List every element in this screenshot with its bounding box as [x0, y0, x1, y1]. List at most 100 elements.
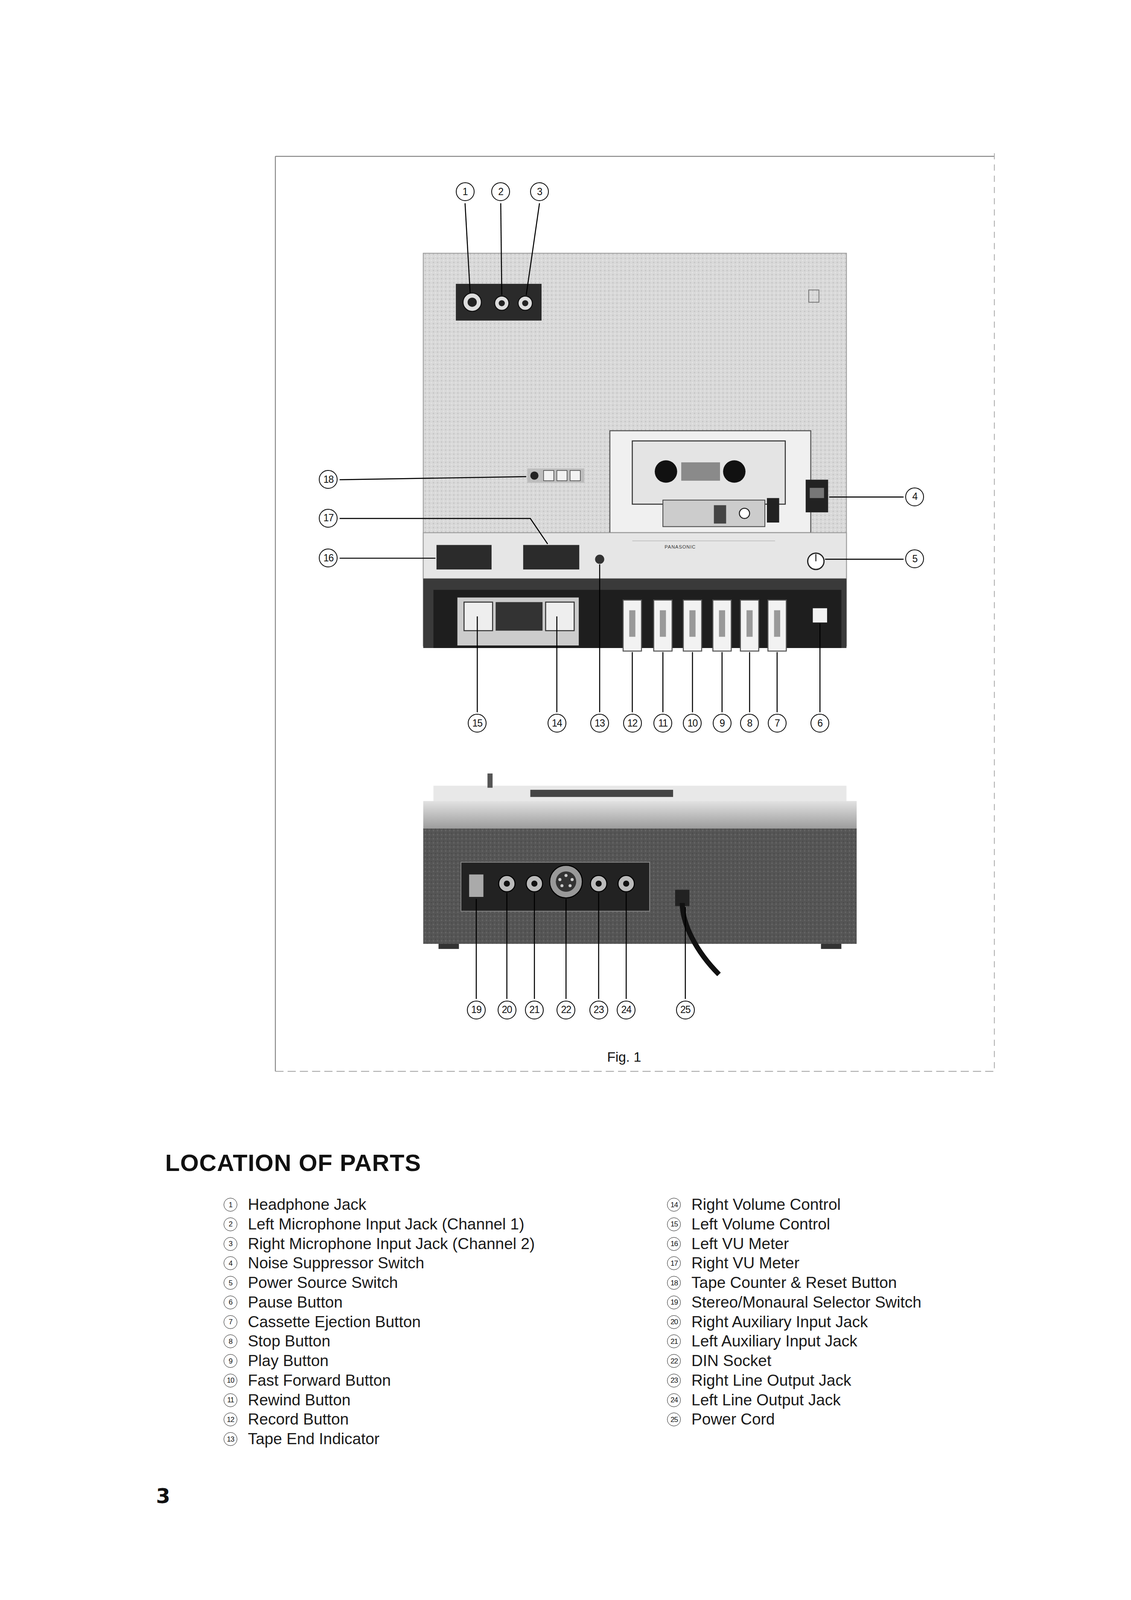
callout-number: 21: [524, 1000, 544, 1020]
list-number: 3: [223, 1236, 238, 1251]
deck-rear-view: [530, 789, 674, 797]
list-number: 13: [223, 1431, 238, 1446]
leader-lines: [506, 892, 508, 999]
deck-top-view: [594, 554, 605, 564]
piano-keys: [746, 610, 753, 637]
deck-top-view: [527, 468, 585, 483]
deck-rear-view: [531, 880, 538, 887]
deck-rear-view: [526, 875, 543, 892]
part-name: Left Volume Control: [691, 1215, 831, 1234]
callout-number: 24: [616, 1000, 636, 1020]
part-name: Tape Counter & Reset Button: [691, 1273, 897, 1292]
leader-lines: [599, 564, 601, 712]
deck-rear-view: [595, 880, 602, 887]
leader-lines: [500, 203, 502, 295]
list-number: 1: [223, 1197, 238, 1212]
brand-name: PANASONIC: [664, 543, 696, 550]
part-name: Left VU Meter: [691, 1234, 789, 1253]
deck-top-view: [632, 540, 776, 541]
deck-top-view: [436, 545, 492, 570]
leader-lines: [476, 616, 478, 713]
part-name: Power Source Switch: [247, 1273, 399, 1292]
figure-frame: [275, 155, 995, 157]
part-name: Power Cord: [691, 1410, 775, 1429]
deck-top-view: [714, 504, 727, 524]
part-name: DIN Socket: [691, 1351, 772, 1371]
figure-frame: [275, 153, 995, 1072]
deck-rear-view: [460, 862, 650, 912]
leader-lines: [526, 203, 540, 295]
section-heading: LOCATION OF PARTS: [165, 1148, 422, 1177]
callout-number: 12: [623, 713, 642, 733]
deck-rear-view: [423, 800, 857, 830]
list-number: 8: [223, 1334, 238, 1348]
part-name: Play Button: [247, 1351, 329, 1371]
leader-lines: [829, 496, 904, 498]
callout-number: 18: [318, 469, 338, 489]
part-name: Right VU Meter: [691, 1253, 800, 1273]
list-number: 20: [667, 1314, 681, 1329]
callout-number: 19: [466, 1000, 486, 1020]
deck-top-view: [521, 300, 528, 307]
leader-lines: [691, 652, 693, 713]
callout-number: 13: [590, 713, 610, 733]
part-name: Headphone Jack: [247, 1195, 367, 1214]
page-number: 3: [156, 1484, 171, 1508]
part-name: Fast Forward Button: [247, 1371, 391, 1390]
part-name: Right Volume Control: [691, 1195, 841, 1214]
part-name: Right Microphone Input Jack (Channel 2): [247, 1234, 536, 1253]
leader-lines: [597, 892, 599, 999]
leader-lines: [625, 892, 627, 999]
list-number: 19: [667, 1295, 681, 1309]
deck-rear-view: [498, 875, 515, 892]
deck-rear-view: [503, 880, 510, 887]
deck-top-view: [681, 462, 720, 481]
deck-rear-view: [433, 785, 847, 802]
piano-keys: [767, 600, 787, 651]
deck-rear-view: [423, 828, 857, 944]
piano-keys: [623, 600, 787, 651]
deck-rear-view: [558, 877, 562, 881]
deck-top-view: [809, 487, 824, 499]
list-number: 16: [667, 1236, 681, 1251]
deck-top-view: [632, 440, 786, 505]
deck-rear-view: [560, 883, 564, 887]
leader-lines: [339, 518, 548, 544]
deck-top-view: [556, 470, 568, 481]
figure-frame: [275, 1070, 995, 1072]
piano-keys: [623, 600, 642, 651]
deck-rear-view: [423, 773, 857, 975]
callout-number: 1: [455, 182, 475, 202]
deck-rear-view: [564, 873, 568, 877]
deck-top-view: [805, 479, 829, 513]
deck-top-view: [812, 608, 827, 623]
deck-top-view: [739, 508, 750, 519]
part-name: Right Auxiliary Input Jack: [691, 1312, 868, 1331]
part-name: Stereo/Monaural Selector Switch: [691, 1293, 922, 1312]
deck-top-view: [662, 499, 765, 527]
deck-top-view: [494, 296, 509, 311]
leader-lines: [475, 898, 477, 999]
leader-lines: [565, 898, 567, 999]
callout-number: 9: [712, 713, 732, 733]
part-name: Cassette Ejection Button: [247, 1312, 421, 1331]
piano-keys: [712, 600, 732, 651]
callout-number: 16: [318, 548, 338, 568]
leader-lines: [533, 892, 535, 999]
list-number: 4: [223, 1256, 238, 1270]
callout-number: 10: [682, 713, 702, 733]
deck-top-view: [722, 460, 746, 483]
callout-number: 8: [740, 713, 759, 733]
list-number: 22: [667, 1353, 681, 1368]
deck-rear-view: [821, 943, 842, 949]
list-number: 21: [667, 1334, 681, 1348]
piano-keys: [629, 610, 636, 637]
deck-top-view: [523, 545, 580, 570]
list-number: 25: [667, 1412, 681, 1426]
deck-top-view: [654, 460, 678, 483]
piano-keys: [683, 600, 702, 651]
piano-keys: [689, 610, 696, 637]
callout-number: 3: [530, 182, 549, 202]
